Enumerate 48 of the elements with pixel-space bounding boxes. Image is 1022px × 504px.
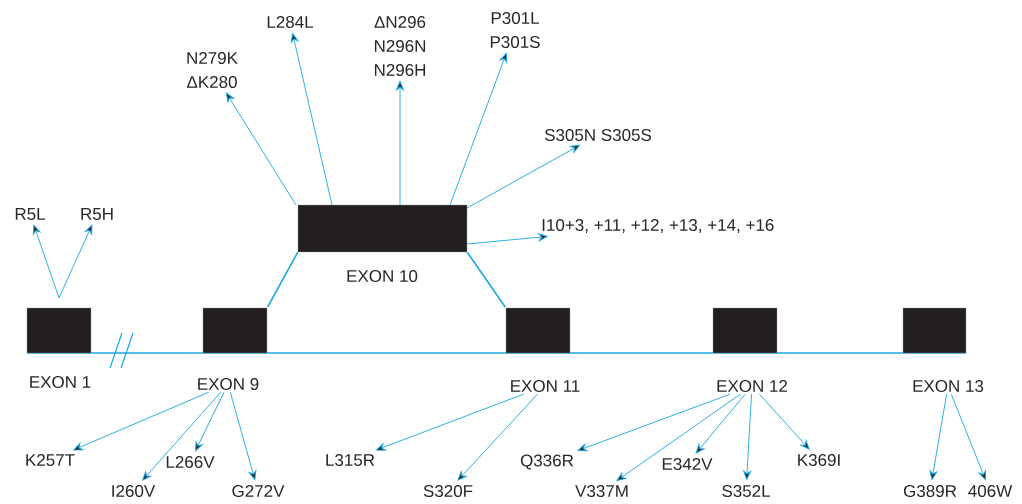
mutation-label: G272V: [232, 485, 285, 498]
arrow: [375, 393, 524, 451]
arrow: [449, 52, 508, 206]
mutation-label: S305N S305S: [544, 129, 652, 142]
arrow: [225, 92, 297, 206]
mutation-label: L266V: [166, 456, 215, 469]
arrow: [466, 144, 580, 209]
mutation-label: Q336R: [520, 454, 574, 470]
exon-label: EXON 9: [198, 378, 259, 391]
arrow: [58, 224, 93, 299]
mutation-label: G389R: [903, 485, 957, 498]
mutation-label: E342V: [662, 458, 713, 471]
mutation-label: S352L: [722, 485, 770, 498]
mutation-label: K257T: [26, 454, 75, 467]
exon-label: EXON 13: [913, 380, 984, 393]
mutation-label: V337M: [575, 485, 628, 498]
arrow: [457, 393, 538, 481]
arrow: [929, 393, 948, 480]
arrow: [142, 391, 222, 481]
mutation-label: P301L P301S: [490, 12, 540, 49]
mutation-label: R5L: [15, 208, 46, 220]
arrow: [695, 393, 746, 454]
exon-label: EXON 1: [30, 376, 91, 389]
mutation-label: I260V: [112, 485, 156, 498]
arrow: [466, 233, 548, 245]
mutation-label: S320F: [423, 485, 473, 498]
exon-label: EXON 12: [717, 380, 788, 393]
mutation-label: ΔN296 N296N N296H: [374, 16, 426, 77]
mutation-label: I10+3, +11, +12, +13, +14, +16: [542, 219, 774, 234]
arrow: [290, 33, 333, 206]
arrow: [32, 224, 60, 299]
exon-label: EXON 11: [511, 380, 580, 393]
arrow: [743, 393, 752, 480]
arrow: [229, 391, 257, 481]
arrow: [950, 393, 987, 481]
arrow: [577, 393, 731, 452]
mutation-label: K369I: [798, 454, 840, 467]
arrow: [616, 393, 741, 481]
mutation-label: L315R: [326, 454, 375, 467]
mutation-label: L284L: [267, 16, 314, 29]
mutation-label: R5H: [81, 208, 113, 220]
arrow: [195, 391, 225, 452]
arrow: [396, 81, 404, 206]
arrow: [73, 391, 210, 451]
mutation-label: 406W: [968, 485, 1013, 498]
mutation-label: N279K ΔK280: [187, 52, 238, 89]
arrow: [759, 393, 810, 450]
exon-label: EXON 10: [347, 270, 418, 283]
